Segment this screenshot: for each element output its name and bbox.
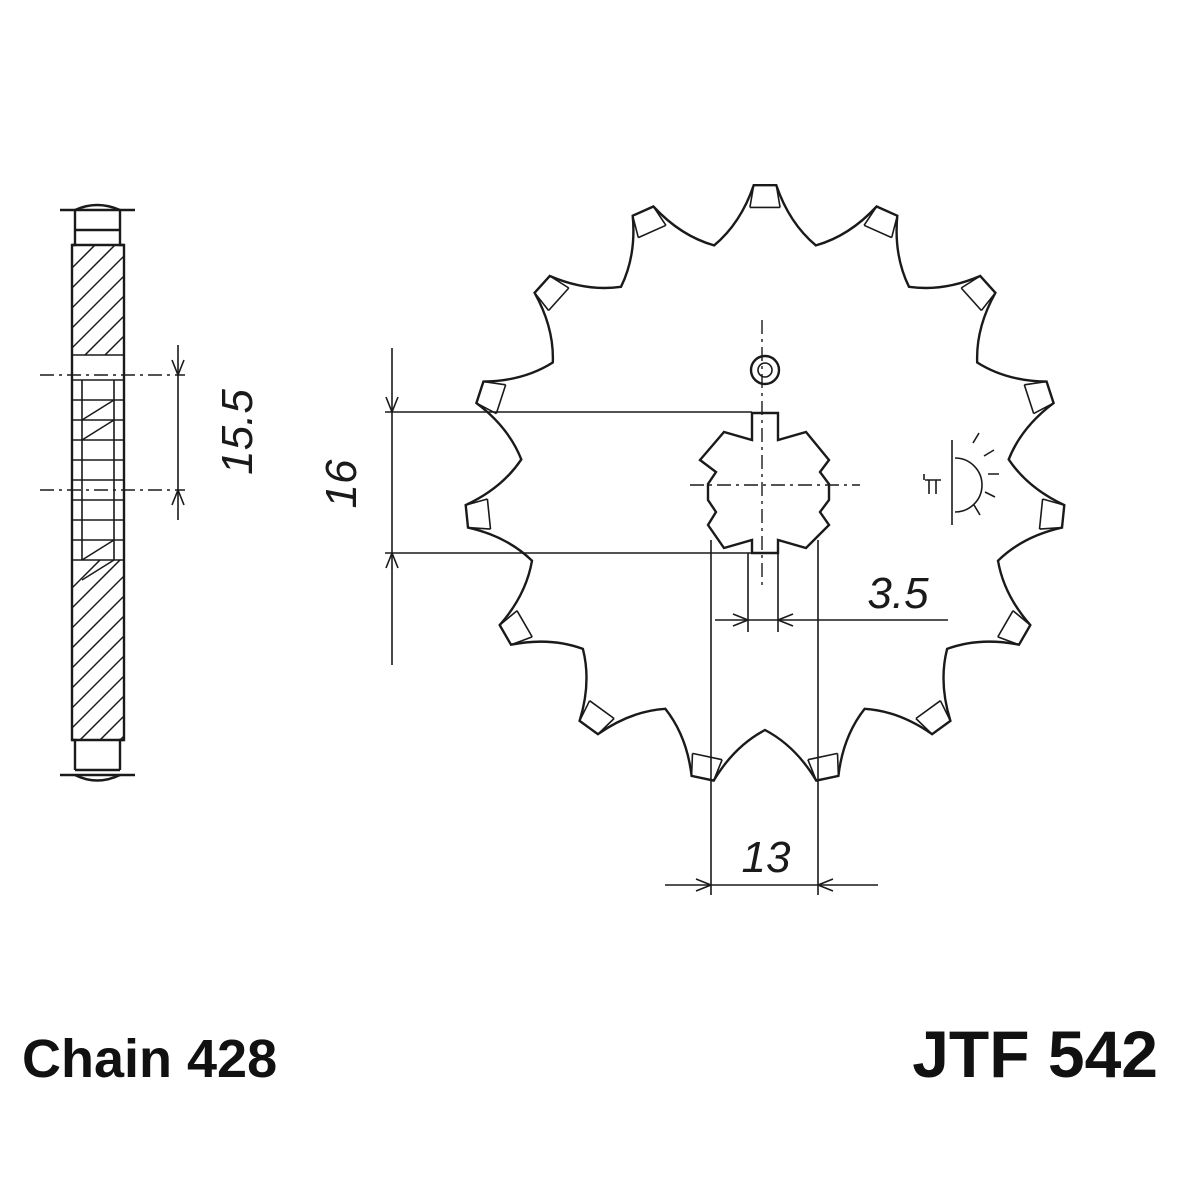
dim-bore-height: 16 <box>317 459 366 508</box>
sun-symbol-icon <box>923 432 999 525</box>
side-view: 15.5 <box>40 203 262 782</box>
sprocket-tooth <box>499 610 533 646</box>
sprocket-tooth <box>997 610 1031 646</box>
chain-label: Chain 428 <box>22 1029 277 1089</box>
front-view: 16 3.5 13 <box>317 184 1066 895</box>
marker-hole <box>749 354 781 386</box>
dim-spline-width: 3.5 <box>867 569 929 618</box>
sprocket-tooth <box>533 275 570 312</box>
sprocket-tooth <box>749 185 781 209</box>
side-hatch-bottom <box>72 560 124 740</box>
sprocket-tooth <box>915 700 952 735</box>
sprocket-tooth <box>465 498 492 530</box>
sprocket-tooth <box>807 752 840 781</box>
sprocket-tooth <box>631 206 667 239</box>
sprocket-tooth <box>1038 498 1065 530</box>
sprocket-tooth <box>690 752 723 781</box>
splined-bore <box>698 411 831 555</box>
sprocket-teeth <box>465 185 1065 781</box>
dim-bore-width: 13 <box>742 833 791 882</box>
sprocket-tooth <box>578 700 615 735</box>
part-number: JTF 542 <box>912 1017 1158 1091</box>
side-hatch-top <box>72 245 124 355</box>
sprocket-tooth <box>1023 380 1054 415</box>
sprocket-tooth <box>863 206 899 239</box>
dim-side-width: 15.5 <box>213 389 262 475</box>
sprocket-outline <box>464 184 1066 782</box>
sprocket-tooth <box>960 275 997 312</box>
